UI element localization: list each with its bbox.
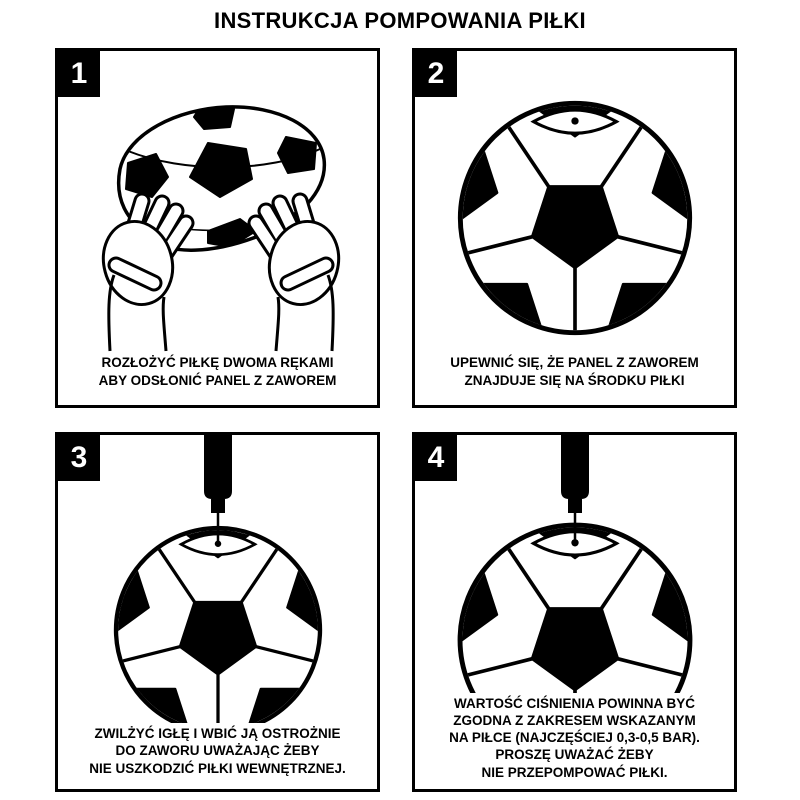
pump-needle-icon bbox=[204, 435, 232, 542]
step-1-number-badge: 1 bbox=[58, 51, 100, 97]
pump-needle-icon bbox=[561, 435, 589, 541]
step-number: 2 bbox=[427, 57, 445, 90]
right-hand bbox=[247, 192, 341, 352]
caption-line: WARTOŚĆ CIŚNIENIA POWINNA BYĆ bbox=[453, 695, 695, 711]
step-panel-4: 4 WARTOŚĆ CIŚNIENIA POWINNA BYĆ ZGODNA Z… bbox=[412, 432, 737, 792]
hands-deflated-ball-illustration bbox=[101, 105, 341, 352]
needle-into-valve-illustration bbox=[58, 435, 377, 789]
step-panel-2: 2 UPEWNIĆ SIĘ, ŻE PANEL Z ZAWOREM ZNAJDU… bbox=[412, 48, 737, 408]
caption-line: ZNAJDUJE SIĘ NA ŚRODKU PIŁKI bbox=[464, 372, 685, 388]
step-3-caption: ZWILŻYĆ IGŁĘ I WBIĆ JĄ OSTROŻNIE DO ZAWO… bbox=[64, 723, 371, 777]
caption-line: NIE USZKODZIĆ PIŁKI WEWNĘTRZNEJ. bbox=[89, 760, 346, 776]
step-4-number-badge: 4 bbox=[415, 435, 457, 481]
caption-line: NA PIŁCE (NAJCZĘŚCIEJ 0,3-0,5 BAR). bbox=[449, 730, 700, 746]
steps-grid: 1 bbox=[55, 48, 737, 792]
step-4-caption: WARTOŚĆ CIŚNIENIA POWINNA BYĆ ZGODNA Z Z… bbox=[421, 692, 728, 781]
caption-line: DO ZAWORU UWAŻAJĄC ŻEBY bbox=[115, 743, 320, 759]
caption-line: PROSZĘ UWAŻAĆ ŻEBY bbox=[495, 747, 654, 763]
caption-line: ABY ODSŁONIĆ PANEL Z ZAWOREM bbox=[98, 372, 337, 388]
page-title: INSTRUKCJA POMPOWANIA PIŁKI bbox=[214, 8, 586, 33]
step-number: 4 bbox=[427, 441, 445, 474]
step-number: 1 bbox=[70, 57, 88, 90]
caption-line: ZWILŻYĆ IGŁĘ I WBIĆ JĄ OSTROŻNIE bbox=[94, 726, 341, 742]
step-1-caption: ROZŁOŻYĆ PIŁKĘ DWOMA RĘKAMI ABY ODSŁONIĆ… bbox=[64, 352, 371, 389]
caption-line: UPEWNIĆ SIĘ, ŻE PANEL Z ZAWOREM bbox=[450, 355, 699, 371]
step-2-caption: UPEWNIĆ SIĘ, ŻE PANEL Z ZAWOREM ZNAJDUJE… bbox=[421, 352, 728, 389]
inflating-ball-illustration bbox=[415, 435, 734, 789]
step-2-number-badge: 2 bbox=[415, 51, 457, 97]
step-number: 3 bbox=[70, 441, 88, 474]
step-panel-3: 3 ZWILŻYĆ IGŁĘ I WBIĆ JĄ OSTROŻNIE DO ZA… bbox=[55, 432, 380, 792]
soccer-ball-icon bbox=[423, 66, 727, 355]
step-panel-1: 1 bbox=[55, 48, 380, 408]
left-hand bbox=[101, 192, 195, 352]
caption-line: ROZŁOŻYĆ PIŁKĘ DWOMA RĘKAMI bbox=[101, 355, 334, 371]
step-3-number-badge: 3 bbox=[58, 435, 100, 481]
caption-line: NIE PRZEPOMPOWAĆ PIŁKI. bbox=[481, 764, 668, 780]
caption-line: ZGODNA Z ZAKRESEM WSKAZANYM bbox=[453, 712, 696, 728]
